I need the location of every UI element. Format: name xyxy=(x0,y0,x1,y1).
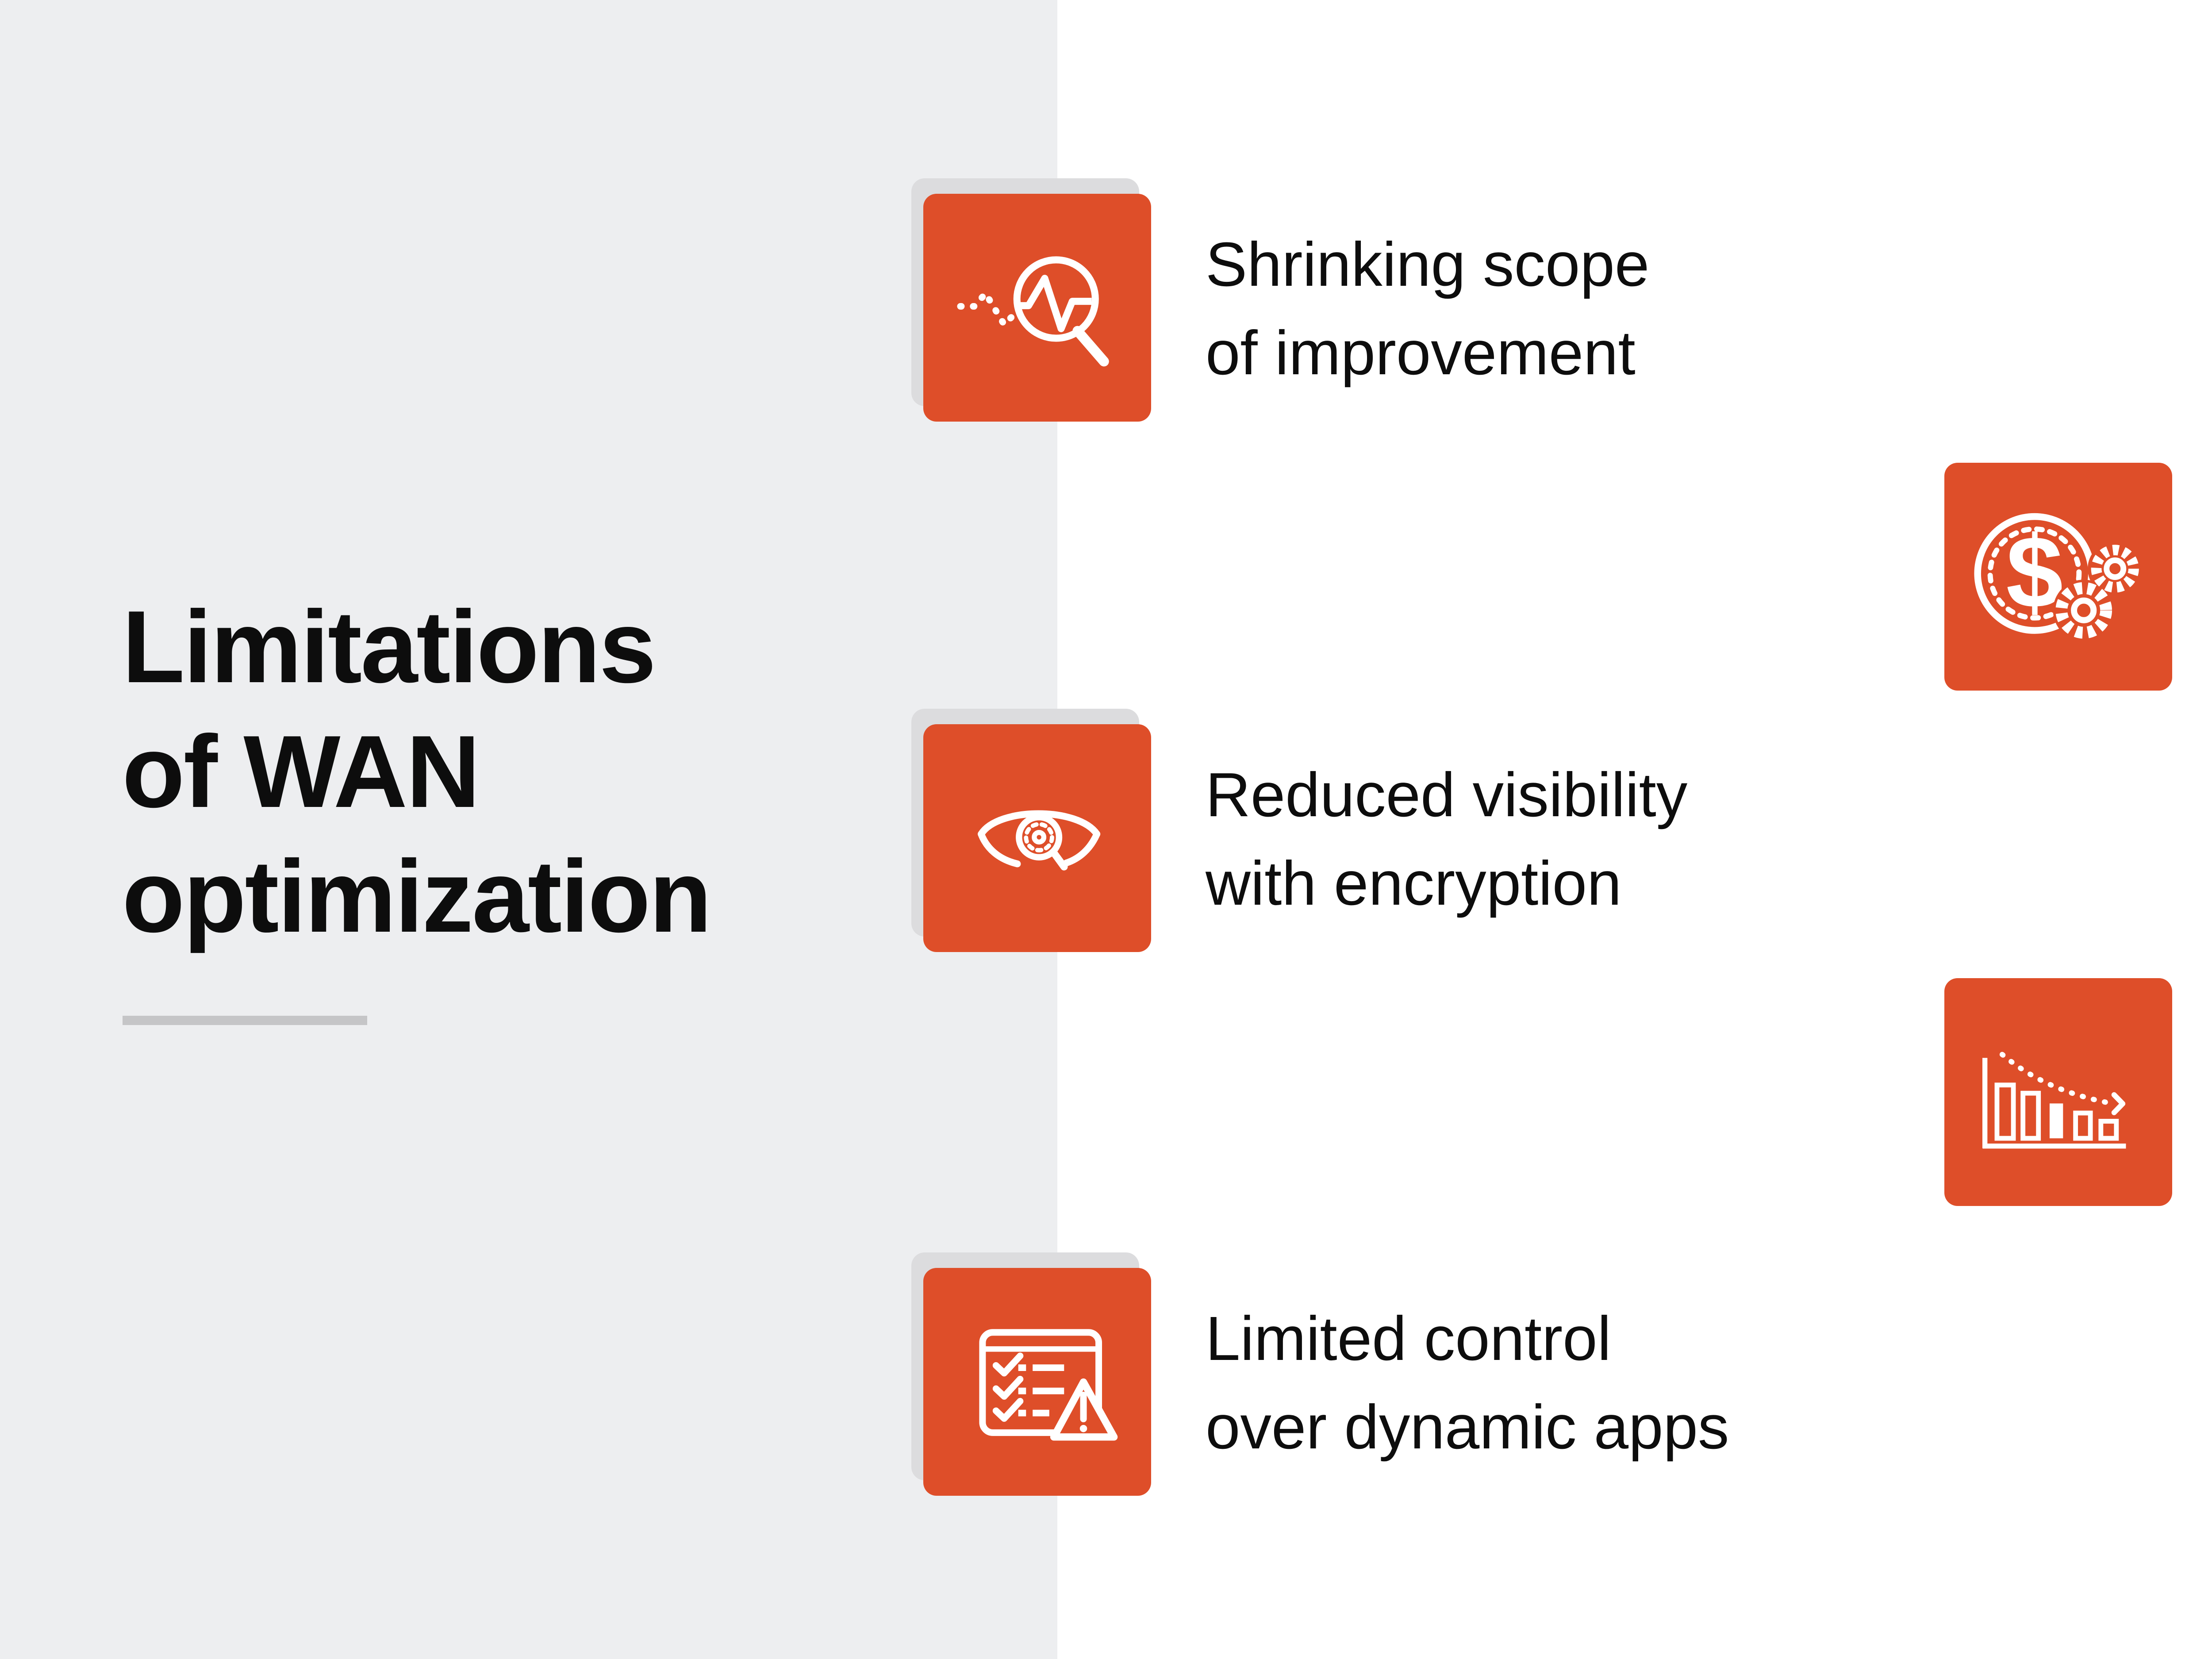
title-divider xyxy=(123,1016,367,1025)
item-label-line: Reduced visibility xyxy=(1206,760,1688,830)
dollar-gears-icon: $ xyxy=(1974,513,2143,641)
item-label-line: over dynamic apps xyxy=(1206,1392,1729,1462)
item-label-line: Limited control xyxy=(1206,1303,1611,1373)
item-label-line: Shrinking scope xyxy=(1206,229,1650,299)
icon-tile xyxy=(923,194,1151,422)
title-line: optimization xyxy=(122,839,712,954)
checklist-warning-icon xyxy=(979,1329,1118,1441)
title-line: of WAN xyxy=(122,714,480,829)
left-panel xyxy=(0,0,1057,1659)
item-label: Limited control over dynamic apps xyxy=(1206,1294,1729,1471)
title-line: Limitations xyxy=(122,590,656,704)
icon-tile xyxy=(1944,978,2172,1206)
item-label: Reduced visibility with encryption xyxy=(1206,750,1687,927)
eye-magnifier-icon xyxy=(978,810,1101,871)
icon-tile xyxy=(923,1268,1151,1496)
icon-tile: $ xyxy=(1944,463,2172,691)
icon-tile xyxy=(923,724,1151,952)
item-label-line: of improvement xyxy=(1206,318,1636,388)
declining-bars-icon xyxy=(1982,1052,2126,1149)
page-title: Limitations of WAN optimization xyxy=(122,585,712,959)
item-label-line: with encryption xyxy=(1206,848,1622,918)
magnifier-trend-icon xyxy=(957,256,1109,367)
item-label: Shrinking scope of improvement xyxy=(1206,220,1649,397)
